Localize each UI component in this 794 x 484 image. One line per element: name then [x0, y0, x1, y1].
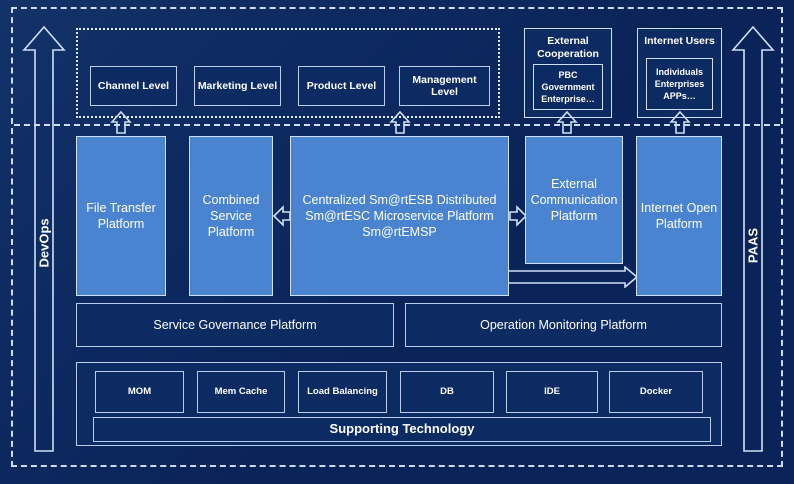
business-levels-frame: [76, 28, 500, 118]
up-arrow-icon-external-comm: [556, 110, 578, 134]
support-chip-db[interactable]: DB: [400, 371, 494, 413]
internet-users-card[interactable]: Internet Users Individuals Enterprises A…: [637, 28, 722, 118]
level-box-channel[interactable]: Channel Level: [90, 66, 177, 106]
platform-file-transfer[interactable]: File Transfer Platform: [76, 136, 166, 296]
support-label: Load Balancing: [307, 385, 378, 397]
level-label: Channel Level: [97, 79, 170, 92]
platform-internet-open[interactable]: Internet Open Platform: [636, 136, 722, 296]
external-cooperation-detail: PBC Government Enterprise…: [533, 64, 603, 110]
support-chip-docker[interactable]: Docker: [609, 371, 703, 413]
support-chip-load-balancing[interactable]: Load Balancing: [298, 371, 387, 413]
up-arrow-icon-integration: [389, 110, 411, 134]
support-label: Docker: [639, 385, 673, 397]
management-label: Service Governance Platform: [153, 317, 317, 332]
support-label: DB: [440, 385, 454, 397]
left-arrow-icon-combined-to-integration: [272, 203, 292, 229]
external-cooperation-title: External Cooperation: [537, 35, 599, 61]
support-chip-ide[interactable]: IDE: [506, 371, 598, 413]
paas-arrow: PAAS: [731, 24, 775, 454]
right-arrow-icon-integration-to-external-comm: [508, 203, 528, 229]
paas-label: PAAS: [745, 227, 761, 264]
support-chip-mom[interactable]: MOM: [95, 371, 184, 413]
platform-external-communication[interactable]: External Communication Platform: [525, 136, 623, 264]
platform-label: Centralized Sm@rtESB Distributed Sm@rtES…: [302, 192, 497, 240]
support-label: Mem Cache: [214, 385, 268, 397]
outer-boundary-frame: [11, 7, 783, 467]
level-label: Marketing Level: [197, 79, 278, 92]
platform-combined-service[interactable]: Combined Service Platform: [189, 136, 273, 296]
platform-integration[interactable]: Centralized Sm@rtESB Distributed Sm@rtES…: [290, 136, 509, 296]
devops-label: DevOps: [36, 218, 52, 268]
support-label: IDE: [544, 385, 560, 397]
internet-users-detail: Individuals Enterprises APPs…: [646, 58, 713, 110]
platform-label: File Transfer Platform: [86, 200, 156, 231]
level-box-management[interactable]: Management Level: [399, 66, 490, 106]
up-arrow-icon-internet-open: [669, 110, 691, 134]
management-label: Operation Monitoring Platform: [480, 317, 647, 332]
operation-monitoring-platform[interactable]: Operation Monitoring Platform: [405, 303, 722, 347]
levels-separator-line: [14, 124, 780, 126]
platform-label: Combined Service Platform: [202, 192, 260, 240]
up-arrow-icon-file-transfer: [110, 110, 132, 134]
service-governance-platform[interactable]: Service Governance Platform: [76, 303, 394, 347]
support-chip-mem-cache[interactable]: Mem Cache: [197, 371, 285, 413]
supporting-technology-band[interactable]: Supporting Technology: [93, 417, 711, 442]
internet-users-title: Internet Users: [644, 35, 715, 47]
supporting-technology-label: Supporting Technology: [329, 421, 475, 437]
platform-label: External Communication Platform: [530, 176, 618, 224]
devops-arrow: DevOps: [22, 24, 66, 454]
external-cooperation-card[interactable]: External Cooperation PBC Government Ente…: [524, 28, 612, 118]
level-box-marketing[interactable]: Marketing Level: [194, 66, 281, 106]
level-label: Product Level: [306, 79, 377, 92]
level-label: Management Level: [412, 73, 477, 98]
platform-label: Internet Open Platform: [640, 200, 718, 231]
level-box-product[interactable]: Product Level: [298, 66, 385, 106]
support-label: MOM: [127, 385, 152, 397]
long-arrow-icon-integration-to-internet-open: [509, 266, 639, 288]
